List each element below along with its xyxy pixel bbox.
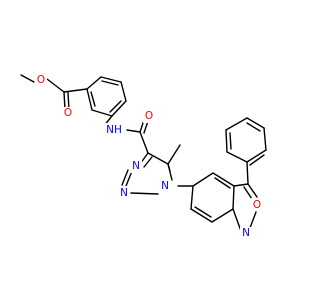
svg-text:O: O [37,74,45,86]
atom-label-triazole-n2: N [118,186,130,199]
atom-label-triazole-n3: N [159,180,171,193]
atom-label-ester-o-single: O [35,73,47,86]
svg-text:N: N [132,160,140,172]
svg-text:O: O [64,107,72,119]
svg-text:NH: NH [106,124,122,136]
svg-text:O: O [145,110,153,122]
svg-text:O: O [253,199,261,211]
atom-label-triazole-n1: N [130,160,142,173]
svg-text:N: N [161,180,169,192]
svg-text:N: N [120,187,128,199]
molecule-structure: O O NH O N N N O N [20,73,267,240]
atom-label-ester-o-double: O [62,107,74,120]
atom-label-amide-o: O [143,110,155,123]
atom-label-amide-nh: NH [102,123,126,137]
atom-label-isoxazole-n: N [240,227,252,240]
atom-label-isoxazole-o: O [251,198,263,211]
svg-text:N: N [242,227,250,239]
